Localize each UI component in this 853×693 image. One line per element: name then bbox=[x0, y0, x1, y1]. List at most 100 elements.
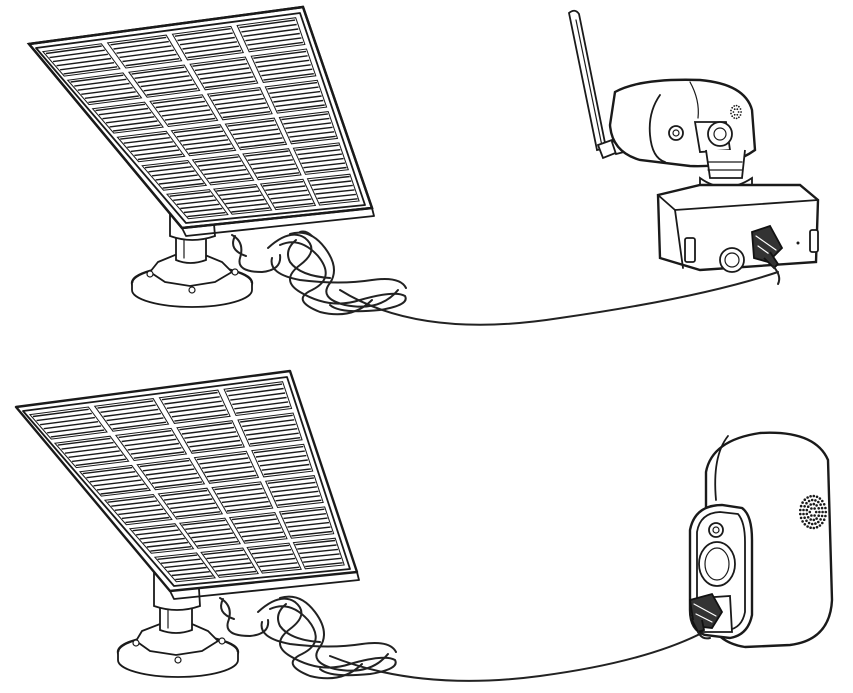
solar-cell-stripe bbox=[151, 476, 200, 484]
solar-cell bbox=[66, 72, 143, 106]
solar-cell-stripe bbox=[244, 535, 286, 542]
solar-cell-stripe bbox=[137, 153, 183, 161]
grille-dot bbox=[803, 523, 807, 526]
solar-cell-stripe bbox=[235, 132, 281, 140]
solar-cell-stripe bbox=[50, 429, 105, 438]
solar-cell-stripe bbox=[259, 459, 308, 467]
solar-cell-stripe bbox=[109, 417, 164, 426]
solar-cell-stripe bbox=[253, 445, 304, 454]
solar-cell-stripe bbox=[197, 540, 239, 547]
solar-cell-stripe bbox=[161, 109, 211, 117]
solar-cell-stripe bbox=[158, 104, 208, 113]
solar-cell-stripe bbox=[249, 41, 303, 51]
solar-cell-stripe bbox=[247, 37, 302, 46]
solar-cell-stripe bbox=[182, 41, 237, 50]
grille-dot bbox=[818, 510, 821, 514]
grille-dot bbox=[733, 108, 736, 111]
solar-cell-stripe bbox=[187, 211, 226, 218]
solar-cell-stripe bbox=[106, 116, 155, 124]
solar-cell-stripe bbox=[131, 66, 185, 75]
solar-cell-stripe bbox=[201, 164, 244, 171]
grille-dot bbox=[740, 111, 742, 113]
solar-cell-stripe bbox=[170, 502, 215, 510]
panel-mount-base-bottom bbox=[116, 623, 240, 678]
solar-cell-stripe bbox=[271, 90, 321, 99]
solar-cell-stripe bbox=[191, 532, 233, 539]
solar-cell-stripe bbox=[212, 562, 251, 568]
solar-cell-stripe bbox=[242, 419, 295, 428]
solar-cell-stripe bbox=[145, 468, 195, 476]
solar-cell-stripe bbox=[192, 58, 246, 67]
solar-cell-stripe bbox=[311, 180, 352, 186]
solar-cell-stripe bbox=[121, 512, 167, 520]
solar-cell-stripe bbox=[177, 32, 233, 42]
solar-cell-stripe bbox=[259, 64, 311, 73]
grille-dot bbox=[810, 507, 813, 510]
solar-cell-stripe bbox=[207, 173, 249, 180]
solar-cell-stripe bbox=[262, 180, 304, 187]
solar-cell-stripe bbox=[197, 67, 250, 76]
grille-dot bbox=[814, 499, 817, 502]
solar-cell-stripe bbox=[64, 446, 117, 454]
solar-cell-stripe bbox=[194, 63, 248, 72]
solar-cell-stripe bbox=[120, 132, 167, 140]
solar-cell-stripe bbox=[202, 76, 254, 84]
solar-cell-stripe bbox=[248, 432, 299, 441]
solar-cell-stripe bbox=[257, 59, 310, 68]
solar-cell bbox=[116, 130, 186, 163]
grille-dot bbox=[808, 510, 812, 514]
cable-coil-bottom bbox=[219, 595, 719, 682]
solar-cell-stripe bbox=[113, 124, 161, 132]
solar-cell-stripe bbox=[146, 541, 188, 548]
solar-cell-stripe bbox=[161, 558, 201, 564]
solar-cell-stripe bbox=[237, 137, 283, 144]
solar-cell-stripe bbox=[144, 162, 189, 169]
solar-cell-stripe bbox=[168, 566, 207, 573]
solar-cell-stripe bbox=[155, 100, 205, 109]
grille-dot bbox=[824, 514, 827, 518]
grille-dot bbox=[813, 514, 816, 517]
solar-cell-stripe bbox=[182, 139, 229, 146]
solar-cell-stripe bbox=[121, 434, 174, 443]
solar-cell-stripe bbox=[267, 81, 318, 90]
grille-dot bbox=[803, 505, 806, 508]
grille-dot bbox=[801, 501, 804, 504]
solar-cell-stripe bbox=[253, 50, 307, 59]
solar-cell-stripe bbox=[81, 87, 133, 95]
solar-cell-stripe bbox=[250, 159, 293, 166]
solar-cell-stripe bbox=[305, 166, 347, 173]
solar-cell-stripe bbox=[102, 112, 152, 120]
solar-cell-stripe bbox=[299, 153, 342, 160]
solar-cell-stripe bbox=[261, 566, 300, 572]
grille-dot bbox=[803, 498, 807, 502]
solar-cell-stripe bbox=[110, 36, 167, 46]
grille-dot bbox=[809, 518, 812, 521]
solar-cell-stripe bbox=[116, 45, 172, 54]
grille-dot bbox=[735, 117, 738, 120]
solar-cell-stripe bbox=[210, 177, 252, 184]
solar-cell-stripe bbox=[186, 435, 239, 444]
solar-cell-stripe bbox=[152, 170, 195, 177]
solar-cell-stripe bbox=[247, 154, 291, 161]
solar-cell-stripe bbox=[77, 82, 130, 91]
grille-dot bbox=[739, 114, 742, 116]
solar-cell-stripe bbox=[179, 422, 232, 431]
grille-dot bbox=[733, 105, 736, 107]
solar-cell-stripe bbox=[240, 141, 285, 149]
grille-dot bbox=[731, 115, 734, 118]
solar-cell-stripe bbox=[109, 120, 158, 128]
solar-cell-stripe bbox=[95, 103, 146, 112]
solar-cell-stripe bbox=[204, 168, 247, 176]
solar-cell-stripe bbox=[234, 401, 289, 410]
solar-cell-stripe bbox=[204, 466, 253, 474]
solar-cell-stripe bbox=[228, 387, 284, 397]
solar-cell-stripe bbox=[299, 548, 339, 555]
solar-cell-stripe bbox=[96, 483, 145, 491]
solar-cell-stripe bbox=[100, 487, 148, 495]
solar-cell-stripe bbox=[97, 400, 154, 409]
grille-dot bbox=[799, 516, 803, 520]
grille-dot bbox=[799, 504, 803, 508]
solar-cell-stripe bbox=[285, 517, 328, 524]
solar-cell-stripe bbox=[263, 468, 311, 476]
grille-dot bbox=[821, 510, 824, 514]
